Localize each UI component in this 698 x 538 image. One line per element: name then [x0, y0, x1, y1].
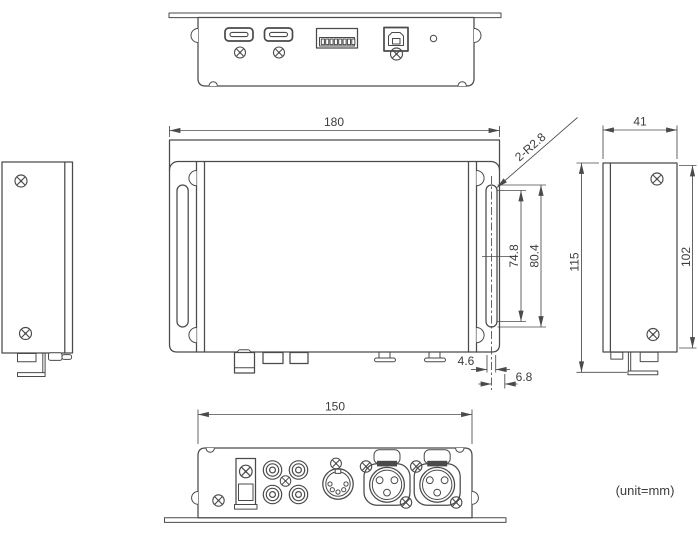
- unit-note: (unit=mm): [616, 483, 675, 498]
- dim-label-41: 41: [633, 115, 647, 129]
- usb-b-port: [383, 26, 409, 52]
- side-body: [1, 161, 74, 354]
- right-side-view: [602, 162, 678, 376]
- dim-side-depth: 41: [602, 115, 678, 159]
- dim-label-80.4: 80.4: [528, 244, 542, 268]
- dim-label-4.6: 4.6: [458, 354, 475, 368]
- dim-label-102: 102: [679, 247, 693, 267]
- dim-slot-length-inner: 74.8: [497, 190, 526, 322]
- dim-label-74.8: 74.8: [507, 244, 521, 268]
- edge-notch: [476, 170, 485, 187]
- lid-front-edge: [168, 160, 501, 171]
- edge-notch: [191, 491, 199, 505]
- dim-slot-radius-leader: 2-R2.8: [496, 117, 578, 188]
- mounting-plate: [168, 139, 501, 353]
- edge-notch: [473, 28, 482, 43]
- dim-overall-width: 180: [169, 115, 500, 137]
- dim-panel-width: 150: [197, 400, 473, 444]
- edge-bump: [457, 81, 467, 87]
- dim-body-height: 102: [679, 165, 697, 349]
- edge-notch: [188, 170, 197, 187]
- edge-bump: [208, 81, 218, 87]
- dimensions: 180 2-R2.8 74.8 80.4 4.6: [169, 115, 697, 444]
- rca-jack: [262, 484, 283, 505]
- dim-label-150: 150: [325, 400, 345, 414]
- left-side-view: [1, 161, 74, 378]
- mount-slot-left: [176, 184, 189, 328]
- plan-view: [168, 139, 517, 390]
- edge-bump: [205, 447, 215, 453]
- edge-notch: [471, 491, 479, 505]
- hdmi-port-2: [263, 27, 294, 42]
- mounting-bracket: [610, 351, 659, 376]
- dim-overall-height: 115: [568, 162, 627, 373]
- din-connector: [322, 457, 354, 500]
- rca-jack: [288, 484, 309, 505]
- front-panel-view: [168, 12, 502, 87]
- hdmi-port-1: [224, 27, 254, 42]
- dim-slot-width: 4.6: [458, 354, 510, 373]
- rca-jack: [262, 460, 283, 480]
- chassis-feet: [374, 352, 446, 363]
- rear-mount-flange: [164, 517, 507, 523]
- edge-bump: [455, 447, 465, 453]
- edge-notch: [188, 327, 197, 344]
- edge-notch: [476, 327, 485, 344]
- side-body: [602, 162, 678, 353]
- edge-notch: [190, 28, 199, 43]
- dim-label-180: 180: [324, 115, 344, 129]
- xlr-connector-2: [409, 449, 463, 509]
- dip-switch-block: [315, 27, 359, 49]
- xlr-connector-1: [359, 449, 413, 509]
- rear-connector-stubs: [233, 349, 309, 374]
- dim-slot-length-outer: 80.4: [497, 184, 546, 328]
- dim-slot-edge-offset: 6.8: [478, 370, 533, 389]
- rear-panel-view: [164, 447, 507, 523]
- rca-jack: [288, 460, 309, 480]
- dim-label-6.8: 6.8: [516, 370, 533, 384]
- mounting-bracket: [17, 352, 73, 378]
- led-hole: [429, 34, 438, 43]
- power-terminal-block: [234, 457, 258, 510]
- dim-label-115: 115: [568, 252, 582, 271]
